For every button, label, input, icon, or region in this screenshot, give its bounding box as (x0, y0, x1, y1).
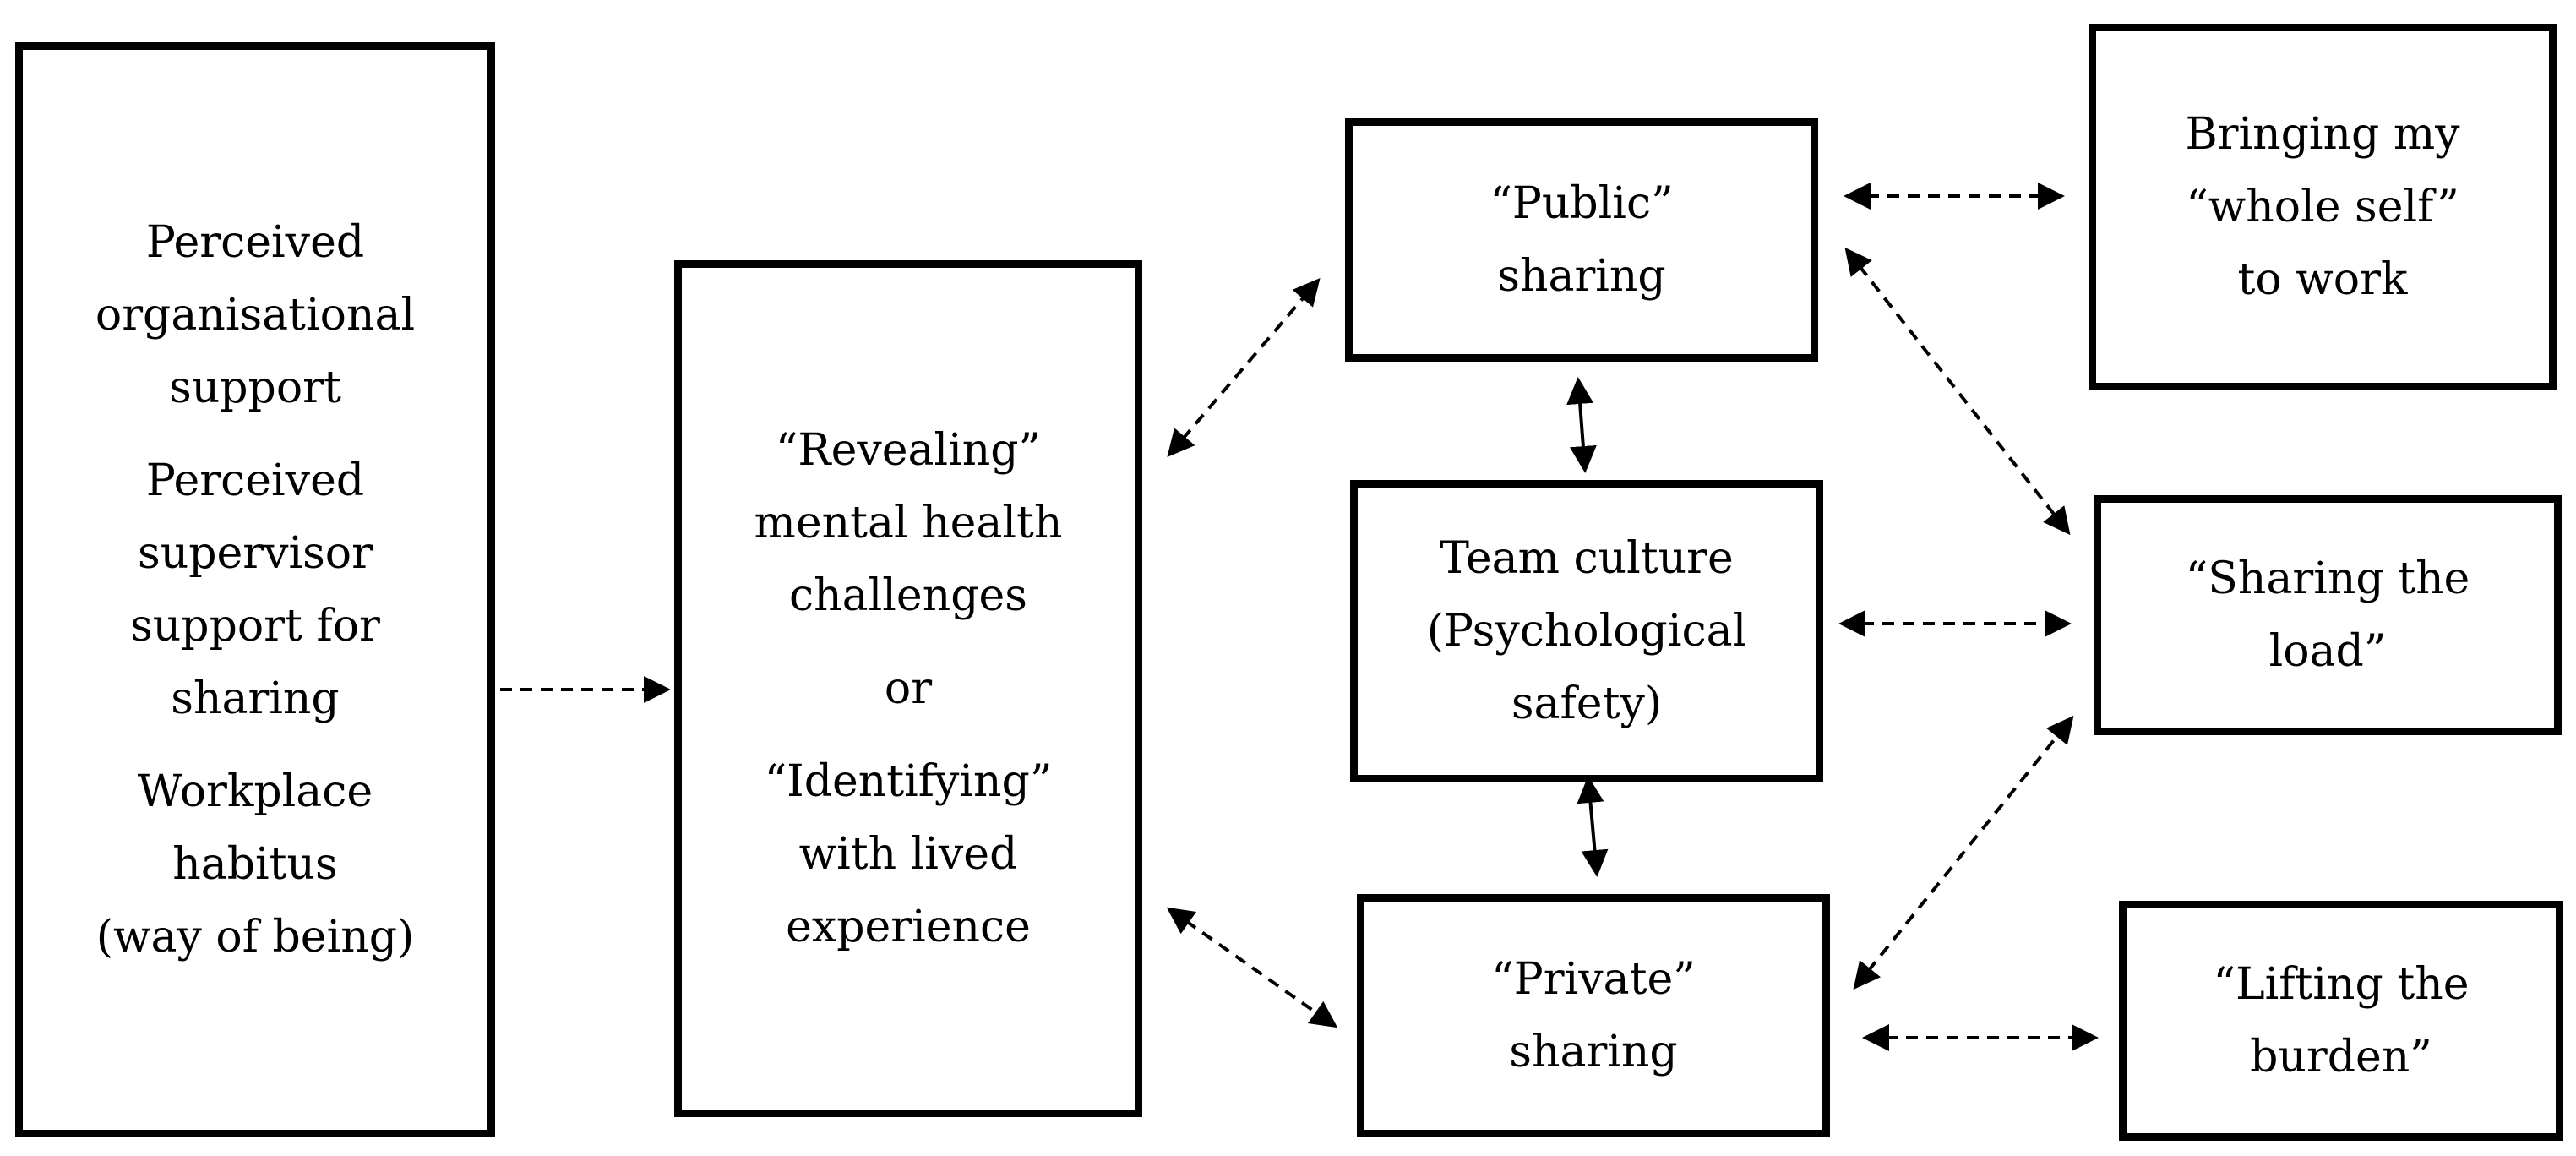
disclosure-line: experience (786, 902, 1031, 952)
antecedent-line: sharing (171, 673, 340, 724)
public-sharing-line: sharing (1497, 251, 1666, 302)
disclosure-line: “Identifying” (764, 756, 1053, 807)
whole-self-line: to work (2237, 254, 2408, 305)
antecedent-line: support for (130, 601, 380, 652)
arrow-disclosure-public (1167, 277, 1321, 458)
lifting-burden-line: burden” (2250, 1032, 2432, 1082)
whole-self-box: Bringing my “whole self” to work (2089, 24, 2557, 390)
team-culture-line: safety) (1511, 679, 1663, 729)
team-culture-box: Team culture (Psychological safety) (1350, 480, 1823, 782)
antecedent-line: (way of being) (95, 912, 415, 962)
disclosure-line: “Revealing” (775, 425, 1042, 476)
antecedent-line: Perceived (145, 217, 365, 268)
team-culture-line: Team culture (1440, 533, 1734, 584)
antecedent-line: Workplace (137, 766, 373, 817)
antecedent-line: habitus (172, 839, 338, 890)
team-culture-line: (Psychological (1426, 606, 1747, 657)
lifting-burden-box: “Lifting the burden” (2119, 901, 2563, 1141)
disclosure-line: with lived (798, 829, 1018, 880)
arrow-disclosure-private (1166, 907, 1338, 1028)
whole-self-line: “whole self” (2186, 182, 2459, 232)
antecedent-line: Perceived (145, 455, 365, 506)
private-sharing-line: “Private” (1491, 954, 1696, 1005)
private-sharing-box: “Private” sharing (1357, 894, 1830, 1137)
antecedent-line: support (169, 363, 341, 413)
sharing-load-line: “Sharing the (2185, 553, 2470, 604)
sharing-load-box: “Sharing the load” (2094, 495, 2562, 735)
disclosure-box: “Revealing” mental health challenges or … (674, 260, 1142, 1117)
disclosure-line: mental health (754, 498, 1063, 548)
arrow-private-sharing-load (1853, 715, 2074, 990)
private-sharing-line: sharing (1509, 1027, 1678, 1077)
antecedent-line: organisational (95, 290, 416, 341)
antecedent-line: supervisor (138, 528, 373, 579)
public-sharing-box: “Public” sharing (1345, 118, 1818, 362)
whole-self-line: Bringing my (2185, 109, 2460, 160)
sharing-load-line: load” (2268, 626, 2387, 677)
public-sharing-line: “Public” (1490, 178, 1674, 229)
lifting-burden-line: “Lifting the (2213, 959, 2470, 1010)
arrow-public-team (1566, 377, 1597, 473)
disclosure-line: challenges (789, 570, 1027, 621)
antecedents-box: Perceived organisational support Perceiv… (15, 42, 495, 1137)
arrow-team-private (1577, 776, 1609, 877)
disclosure-or: or (884, 663, 933, 714)
arrow-public-sharing-load (1844, 247, 2071, 536)
